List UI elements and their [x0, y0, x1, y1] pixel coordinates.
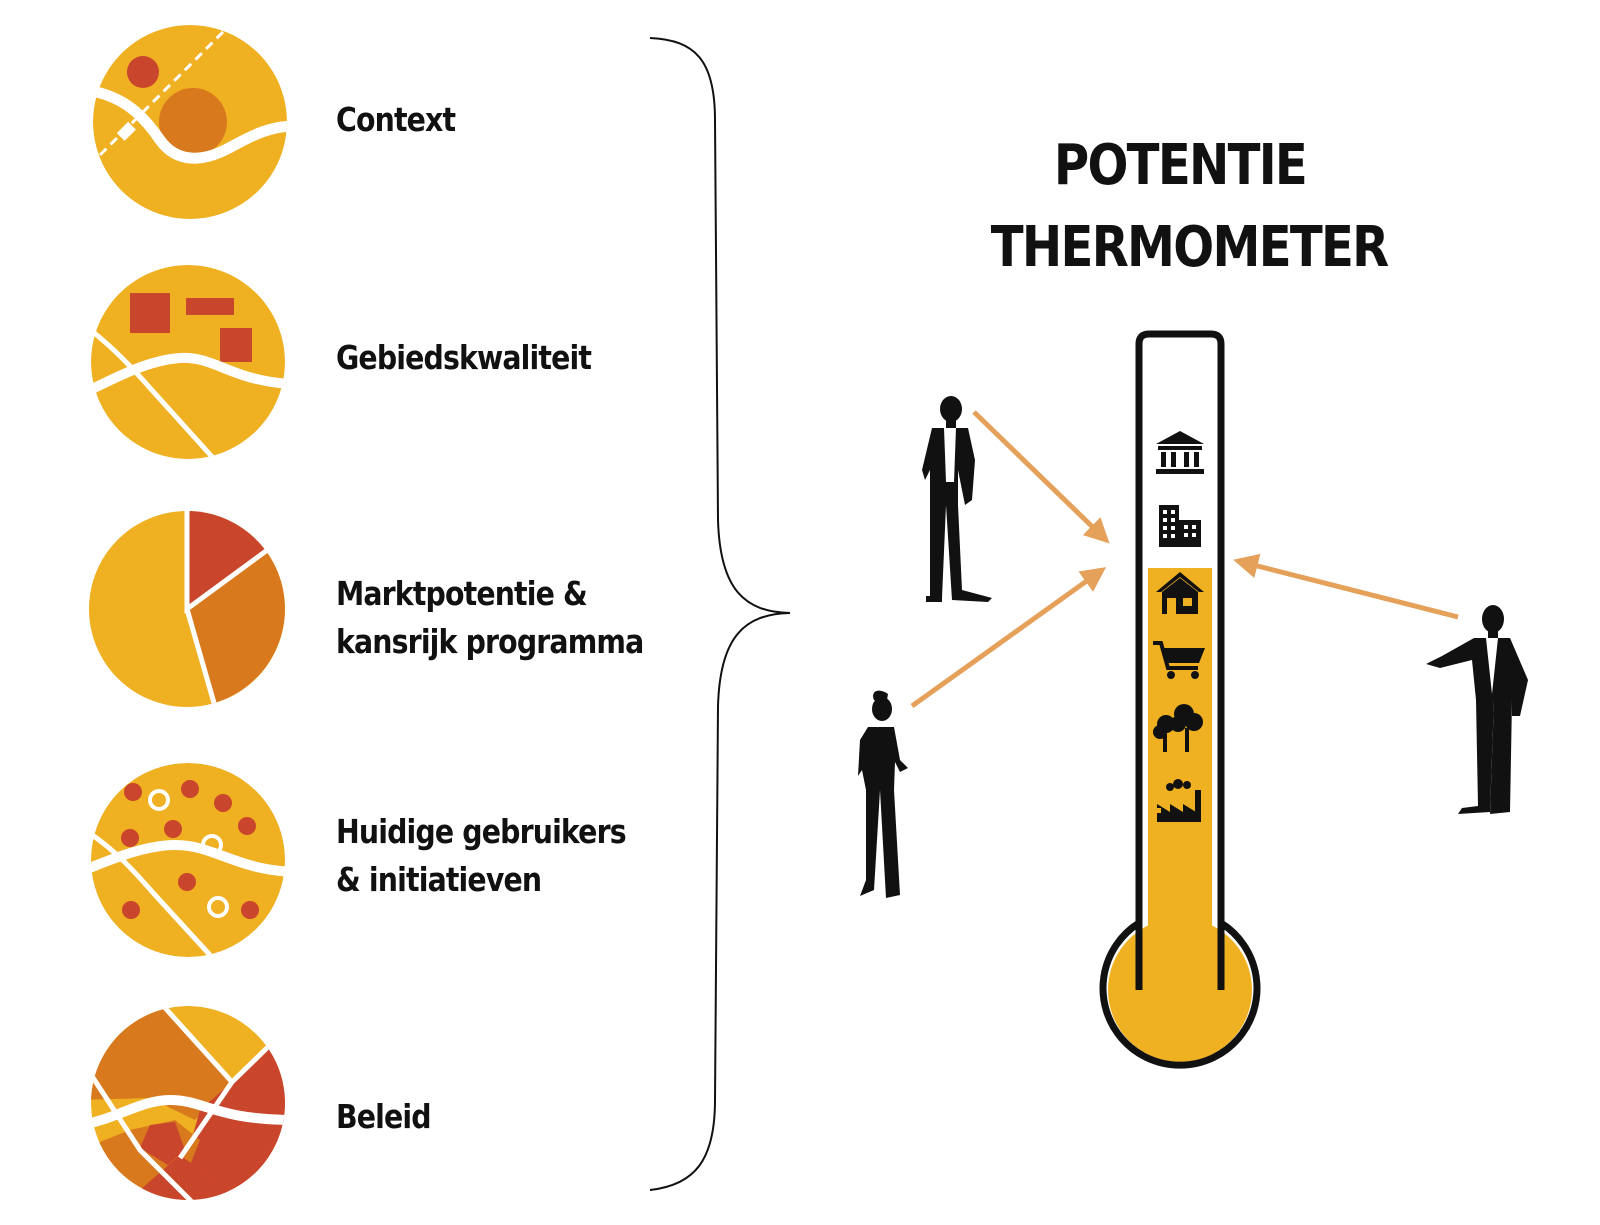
factor-label-context: Context	[336, 100, 456, 139]
shopping-cart-icon	[1153, 641, 1205, 679]
factor-label-gebiedskwaliteit: Gebiedskwaliteit	[336, 338, 592, 377]
stakeholder-silhouette-woman	[858, 690, 908, 898]
users-dots-map-icon	[91, 763, 285, 957]
factor-label-beleid: Beleid	[336, 1097, 432, 1136]
potential-thermometer	[1099, 330, 1261, 1069]
stakeholder-silhouette-man-right	[1426, 605, 1528, 814]
arrow-stakeholder-3	[1233, 553, 1459, 620]
arrow-stakeholder-2	[910, 567, 1107, 709]
factor-label-gebruikers-line1: Huidige gebruikers	[336, 812, 627, 851]
house-icon	[1156, 572, 1204, 614]
grouping-brace	[649, 37, 791, 1191]
area-quality-map-icon	[91, 265, 285, 459]
title-line-1: POTENTIE	[1053, 133, 1308, 198]
arrow-stakeholder-1	[972, 410, 1110, 544]
office-building-icon	[1159, 505, 1201, 547]
thermometer-fill	[1108, 568, 1252, 1062]
factor-label-gebruikers-line2: & initiatieven	[336, 860, 542, 899]
title-line-2: THERMOMETER	[990, 215, 1389, 280]
government-building-icon	[1156, 431, 1204, 474]
factor-label-marktpotentie-line2: kansrijk programma	[336, 622, 644, 661]
context-map-icon	[93, 25, 287, 219]
stakeholder-silhouette-man-left	[922, 396, 992, 602]
trees-icon	[1153, 704, 1203, 752]
market-pie-chart-icon	[89, 511, 285, 707]
factor-label-marktpotentie-line1: Marktpotentie &	[336, 574, 588, 613]
policy-zones-map-icon	[91, 1006, 285, 1200]
factory-icon	[1157, 779, 1201, 822]
